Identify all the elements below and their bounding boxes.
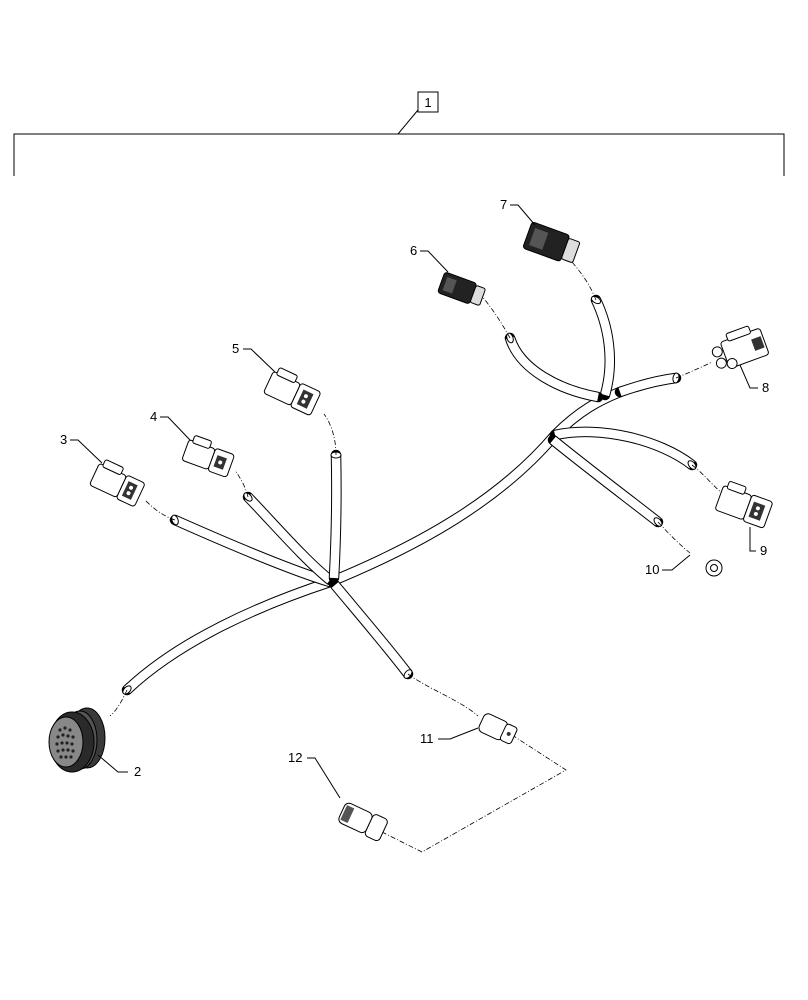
harness-cables xyxy=(121,294,698,696)
connector-part-6 xyxy=(437,272,486,306)
callout-1-label: 1 xyxy=(424,95,431,110)
connector-part-11 xyxy=(478,713,518,745)
callout-5-label: 5 xyxy=(232,341,239,356)
callout-10-label: 10 xyxy=(645,562,659,577)
connector-part-12 xyxy=(338,802,388,842)
callout-8-label: 8 xyxy=(762,380,769,395)
connector-part-9 xyxy=(715,481,773,529)
callout-leaders xyxy=(70,204,758,799)
callout-12-label: 12 xyxy=(288,750,302,765)
circular-connector-part-2 xyxy=(48,707,106,773)
callout-9-label: 9 xyxy=(760,543,767,558)
connection-lines xyxy=(109,261,723,853)
connector-part-7 xyxy=(523,221,581,263)
assembly-bracket: 1 xyxy=(13,91,785,176)
connector-part-8 xyxy=(711,325,769,370)
connector-part-4 xyxy=(182,435,235,478)
callout-7-label: 7 xyxy=(500,197,507,212)
callout-2-label: 2 xyxy=(134,764,141,779)
connector-part-5 xyxy=(263,367,321,416)
connector-part-3 xyxy=(89,459,145,507)
callout-11-label: 11 xyxy=(420,731,434,746)
callout-3-label: 3 xyxy=(60,432,67,447)
callout-6-label: 6 xyxy=(410,243,417,258)
ring-terminal-part-10 xyxy=(689,548,723,577)
callout-4-label: 4 xyxy=(150,409,157,424)
